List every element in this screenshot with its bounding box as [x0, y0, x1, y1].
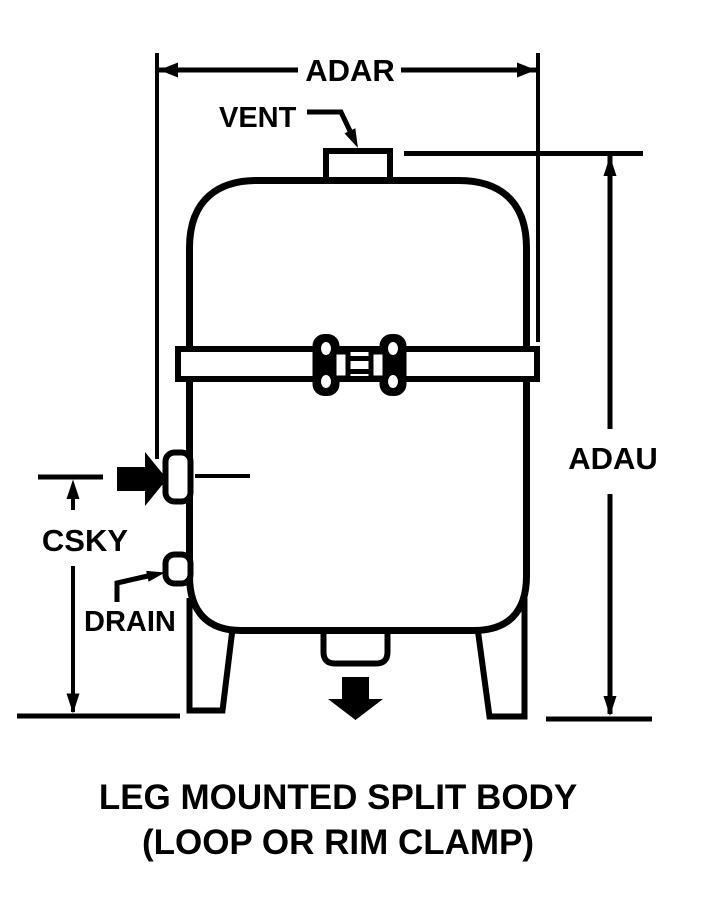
clamp-right-ear	[368, 349, 388, 381]
dimension-csky: CSKY	[38, 474, 128, 714]
clamp-left-lug-bottom-hole	[321, 375, 331, 388]
inlet-port	[162, 449, 194, 505]
adar-arrow-right-icon	[517, 62, 536, 78]
drain-leader-line	[114, 573, 151, 602]
vent-label: VENT	[219, 102, 297, 134]
drain-label: DRAIN	[84, 606, 176, 638]
drain-port	[162, 551, 194, 587]
dimension-adar: ADAR	[155, 53, 540, 459]
figure-title-line2: (LOOP OR RIM CLAMP)	[142, 823, 534, 862]
vent-port	[323, 148, 393, 183]
vent-leader-line	[307, 109, 353, 133]
tank-body	[186, 177, 530, 634]
adau-dim-label: ADAU	[568, 441, 658, 476]
adau-arrow-top-icon	[603, 156, 617, 176]
vent-callout: VENT	[219, 102, 358, 148]
vent-leader-arrow-icon	[344, 128, 358, 148]
clamp-left-lug-top-hole	[321, 342, 331, 355]
drain-callout: DRAIN	[84, 570, 176, 638]
csky-dim-label: CSKY	[42, 523, 128, 558]
adar-dim-label: ADAR	[305, 53, 395, 88]
figure-title: LEG MOUNTED SPLIT BODY (LOOP OR RIM CLAM…	[99, 778, 577, 862]
clamp-right-lug-top-hole	[388, 342, 398, 355]
csky-arrow-bottom-icon	[66, 693, 80, 714]
inlet-flow-arrow-icon	[117, 452, 167, 506]
figure-title-line1: LEG MOUNTED SPLIT BODY	[99, 778, 577, 817]
adar-arrow-left-icon	[159, 62, 178, 78]
dimension-adau: ADAU	[568, 156, 658, 716]
clamp-right-lug-bottom-hole	[388, 375, 398, 388]
drain-leader-arrow-icon	[146, 570, 165, 582]
outlet-flow-arrow-icon	[328, 677, 383, 720]
adau-arrow-bottom-icon	[603, 696, 617, 716]
csky-arrow-top-icon	[66, 479, 80, 499]
clamp-left-ear	[331, 349, 351, 381]
outlet-port	[320, 631, 391, 667]
rim-clamp-band	[175, 334, 540, 396]
